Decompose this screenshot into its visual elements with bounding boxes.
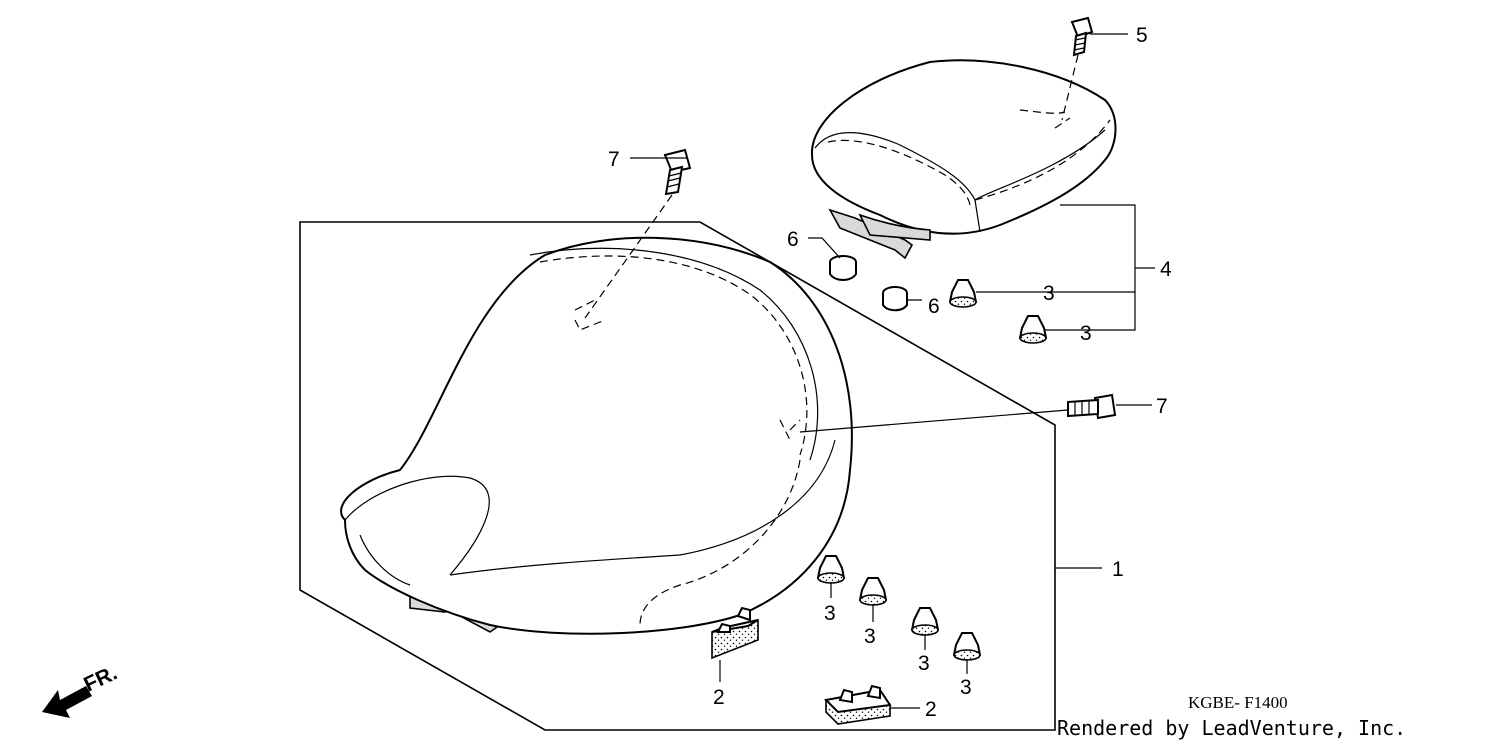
- callout-3-rear-upper: 3: [1043, 282, 1055, 305]
- callout-1: 1: [1112, 558, 1124, 581]
- callout-3-a: 3: [824, 602, 836, 625]
- callout-7-top: 7: [608, 148, 620, 171]
- callout-6-right: 6: [928, 295, 940, 318]
- bolt-side[interactable]: [1067, 393, 1117, 420]
- render-credit: Rendered by LeadVenture, Inc.: [1057, 716, 1407, 740]
- callout-5: 5: [1136, 24, 1148, 47]
- pillion-seat[interactable]: [810, 59, 1117, 260]
- cushion-rear-lower[interactable]: [1018, 315, 1048, 344]
- callout-2-right: 2: [925, 698, 937, 721]
- rubber-block-lower[interactable]: [711, 606, 759, 660]
- cushion-rear-upper[interactable]: [948, 279, 978, 308]
- diagram-code: KGBE- F1400: [1188, 693, 1288, 712]
- bolt-top[interactable]: [663, 148, 692, 196]
- seat-assembly-frame: [299, 221, 1056, 731]
- nut-left[interactable]: [829, 255, 857, 281]
- nut-right[interactable]: [882, 286, 908, 312]
- front-direction-arrow-icon: [42, 686, 92, 718]
- callout-2-lower: 2: [713, 686, 725, 709]
- callout-3-b: 3: [864, 625, 876, 648]
- cushion-d[interactable]: [952, 632, 982, 661]
- callout-4: 4: [1160, 258, 1172, 281]
- callout-3-rear-lower: 3: [1080, 322, 1092, 345]
- callout-7-side: 7: [1156, 395, 1168, 418]
- callout-3-d: 3: [960, 676, 972, 699]
- callout-6-left: 6: [787, 228, 799, 251]
- cushion-a[interactable]: [816, 555, 846, 584]
- rubber-block-right[interactable]: [823, 684, 892, 725]
- callout-3-c: 3: [918, 652, 930, 675]
- pillion-bolt[interactable]: [1070, 16, 1094, 57]
- leader-lines: [630, 33, 1155, 709]
- main-seat[interactable]: [340, 236, 853, 635]
- cushion-c[interactable]: [910, 607, 940, 636]
- cushion-b[interactable]: [858, 577, 888, 606]
